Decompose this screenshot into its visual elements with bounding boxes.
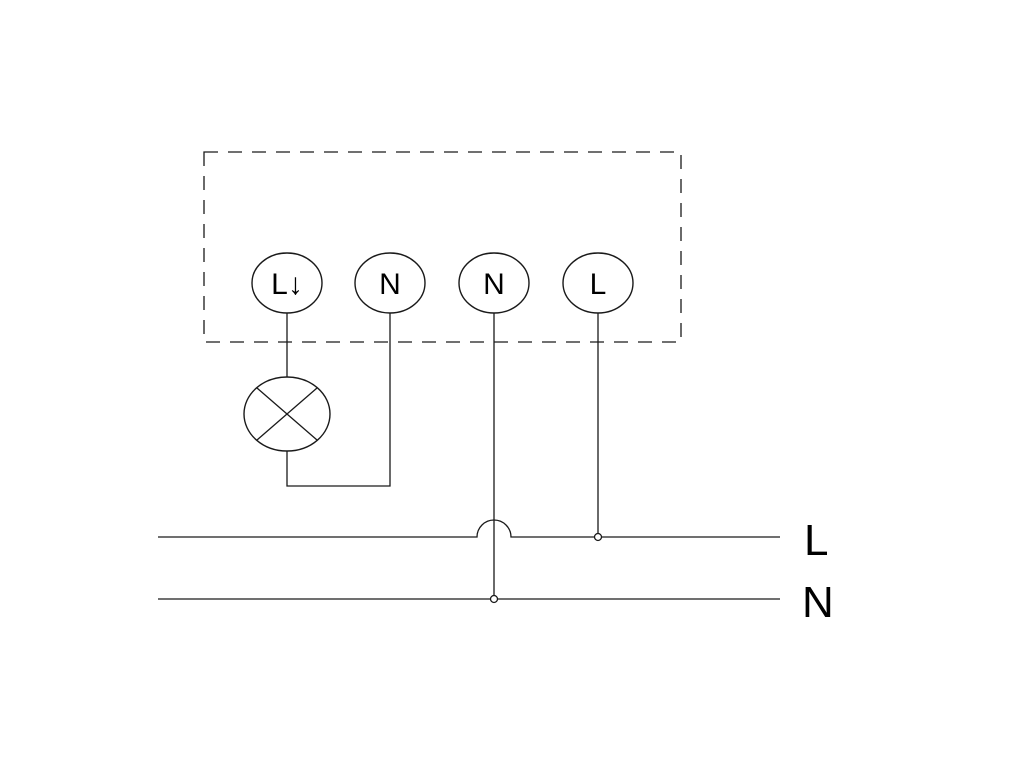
lamp-cross-icon <box>243 376 331 452</box>
line-bus-wire <box>158 519 780 538</box>
neutral-junction-node <box>489 594 499 604</box>
line-junction-node <box>593 532 603 542</box>
terminal-neutral-out: N <box>354 252 426 314</box>
device-enclosure <box>203 151 682 343</box>
terminal-load: L↓ <box>251 252 323 314</box>
terminal-line-in-label: L <box>590 268 607 301</box>
wire-lamp-to-neutral-terminal <box>286 312 391 487</box>
terminal-line-in: L <box>562 252 634 314</box>
terminal-neutral-in: N <box>458 252 530 314</box>
terminal-load-label: L↓ <box>271 268 303 301</box>
neutral-bus-label: N <box>802 578 834 627</box>
line-bus-label: L <box>804 516 828 565</box>
terminal-neutral-out-label: N <box>379 268 401 301</box>
terminal-neutral-in-label: N <box>483 268 505 301</box>
